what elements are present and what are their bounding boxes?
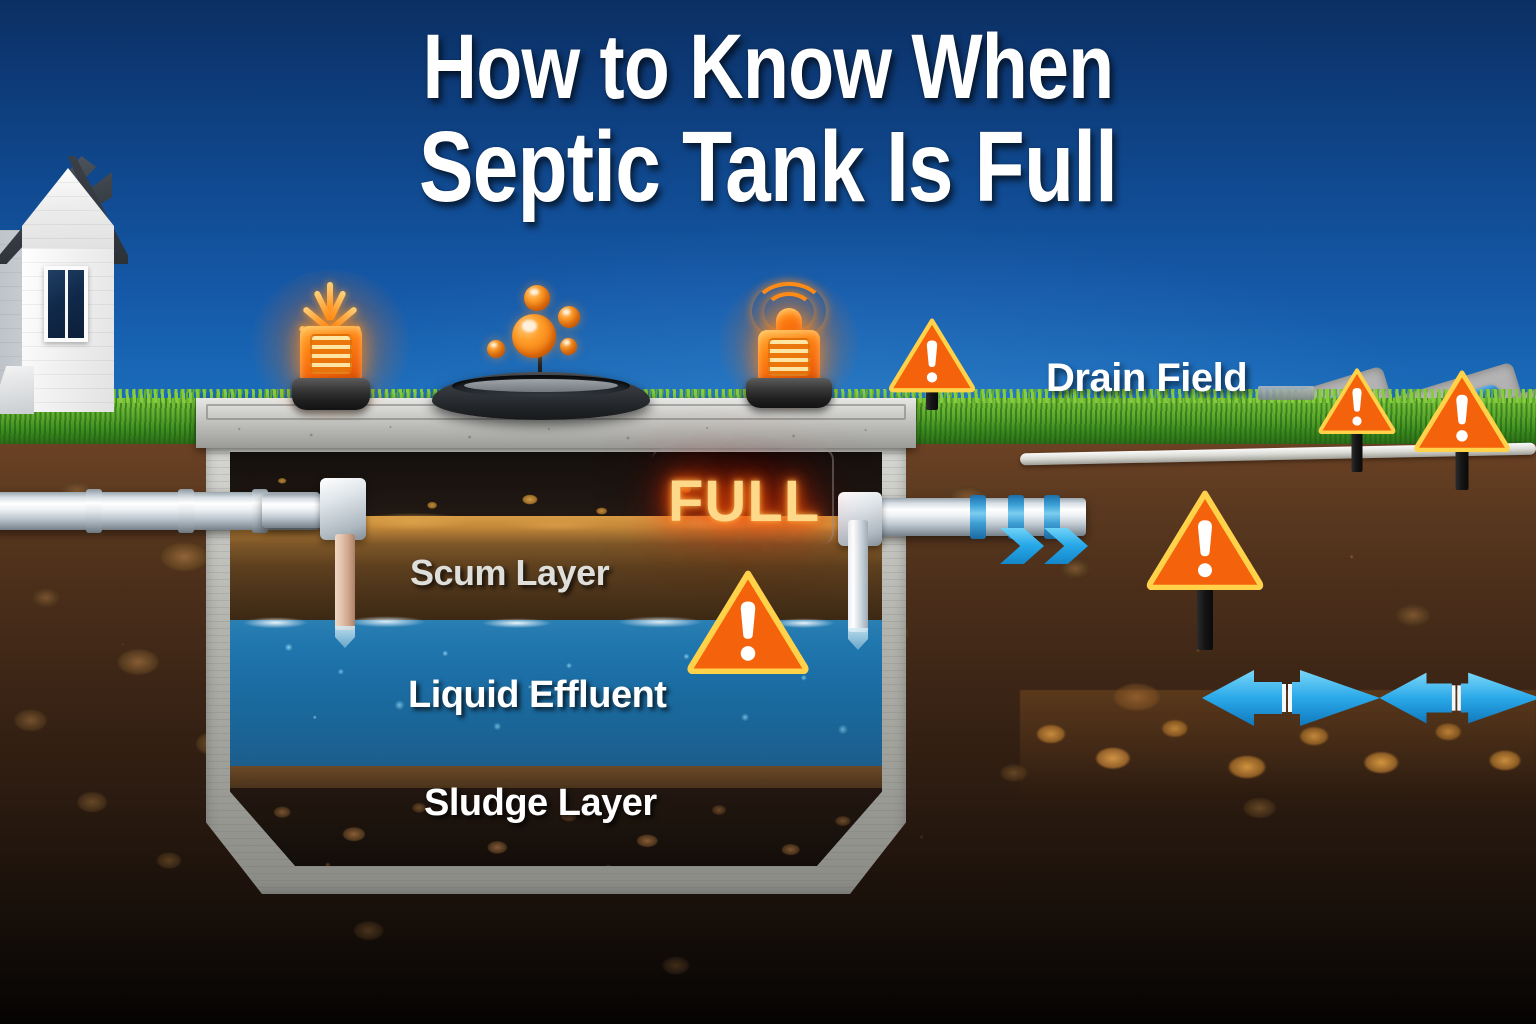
warning-triangle-icon [1414,370,1510,452]
warning-sign-right-large[interactable] [1414,370,1510,490]
baffle-shaft [848,520,868,632]
house-step [0,366,34,414]
warning-sign-drainfield[interactable] [1138,490,1272,650]
sludge-solids [230,788,882,866]
warning-triangle-icon [1146,490,1264,590]
warning-sign-tank[interactable] [676,570,820,674]
sludge-layer-band [230,788,882,866]
trench-flow-arrow-right [1379,672,1536,724]
full-indicator-frame [652,448,834,544]
warning-sign-lawn[interactable] [889,300,975,410]
sign-post [1197,584,1213,650]
pipe-collar [970,495,986,539]
house [0,138,178,414]
full-status-badge: FULL [668,469,821,534]
sign-post [1455,442,1469,490]
sludge-layer-label: Sludge Layer [424,782,657,824]
distribution-box [1258,386,1314,400]
outlet-flow-chevrons [1000,528,1092,564]
outlet-baffle-tee [845,520,871,660]
gas-bubble [487,340,505,358]
flow-chevron [1044,528,1088,564]
beacon-signal-right[interactable] [716,276,862,412]
sludge-transition-band [230,766,882,792]
gas-bubble [524,285,550,311]
warning-triangle-icon [687,570,809,674]
tank-access-lid [432,372,650,420]
warning-sign-right-small[interactable] [1318,368,1396,472]
liquid-effluent-band [230,615,882,772]
sign-post [1351,426,1363,472]
warning-triangle-icon [1318,368,1396,434]
scum-layer-label: Scum Layer [410,552,610,593]
beacon-lens-louvers [768,338,810,376]
inlet-tee-fitting [320,478,366,540]
beacon-base [746,378,832,408]
gas-bubble [560,338,577,355]
pipe-collar [86,489,102,533]
warning-triangle-icon [889,318,975,393]
gas-bubble [512,314,556,358]
baffle-tip [335,626,355,648]
beacon-rotating-left[interactable] [248,270,414,420]
baffle-shaft [335,534,355,630]
drain-field-label: Drain Field [1046,356,1248,400]
beacon-signal-wave [752,282,826,340]
tank-interior [230,452,882,866]
inlet-baffle-tee [332,534,358,654]
liquid-effluent-label: Liquid Effluent [408,674,667,716]
scum-crust [230,510,882,532]
flow-chevron [1000,528,1044,564]
beacon-base [292,378,370,410]
baffle-tip [848,628,868,650]
trench-flow-arrow-left [1202,670,1380,726]
beacon-lens-louvers [310,334,352,374]
beacon-ray [327,282,333,316]
house-window [44,266,88,342]
pipe-collar [178,489,194,533]
gas-bubble [558,306,580,328]
